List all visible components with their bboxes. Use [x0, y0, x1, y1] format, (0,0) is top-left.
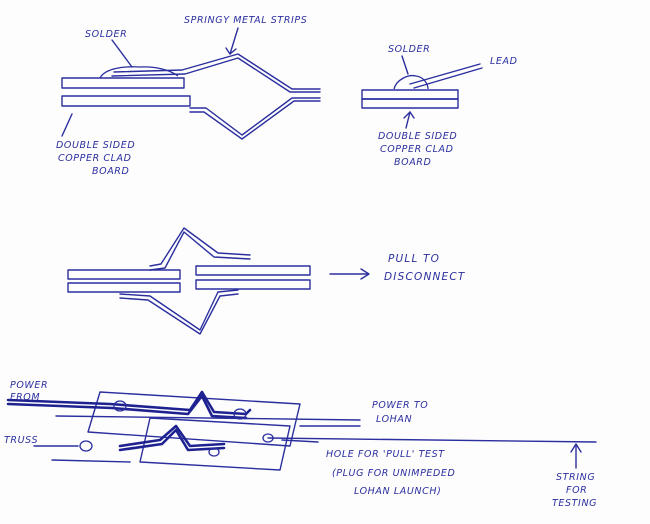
- fig3-left-board-upper: [67, 269, 181, 280]
- fig4-power-from-label-2: FROM: [10, 392, 40, 403]
- fig3-right-board-upper: [195, 265, 311, 276]
- fig3-pull-arrowhead: [360, 268, 370, 280]
- fig4-power-from-label-1: POWER: [10, 380, 48, 391]
- fig4-upper-board: [87, 391, 301, 447]
- fig1-board-label-1: DOUBLE SIDED: [56, 140, 135, 151]
- fig4-hole-pointer: [281, 439, 319, 443]
- fig1-upper-board: [61, 77, 185, 89]
- fig1-upper-strip-outer: [113, 53, 321, 90]
- fig4-solder-dot-2: [233, 408, 247, 420]
- fig3-pull-label-2: DISCONNECT: [384, 271, 466, 283]
- fig3-right-board-lower: [195, 279, 311, 290]
- fig3-disconnected: PULL TO DISCONNECT: [67, 227, 466, 335]
- fig2-board-pointer: [405, 111, 411, 129]
- fig4-solder-dot-3: [208, 447, 220, 457]
- fig2-upper-plate: [361, 89, 459, 100]
- fig4-truss-rail-upper: [55, 415, 361, 421]
- fig1-board-pointer: [61, 113, 73, 137]
- fig1-board-label-2: COPPER CLAD: [58, 153, 132, 164]
- fig4-truss-rail-lower: [51, 459, 131, 463]
- fig2-lead-wire-b: [413, 67, 483, 89]
- fig2-solder-label: SOLDER: [388, 44, 430, 55]
- fig4-power-lead-upper-b: [6, 394, 248, 420]
- fig2-lead-label: LEAD: [490, 56, 518, 67]
- fig2-solder-pointer: [401, 55, 409, 75]
- fig4-test-string: [267, 437, 597, 443]
- fig1-lower-strip: [189, 97, 321, 136]
- fig4-string-label-3: TESTING: [552, 498, 597, 509]
- fig2-lead-wire: [409, 63, 481, 85]
- fig2-solder-blob: [393, 74, 429, 90]
- fig1-strips-label: SPRINGY METAL STRIPS: [184, 15, 307, 26]
- fig2-board-label-3: BOARD: [394, 157, 431, 168]
- fig1-solder-label: SOLDER: [85, 29, 127, 40]
- fig2-lower-plate: [361, 98, 459, 109]
- fig2-lead-section: SOLDER LEAD DOUBLE SIDED COPPER CLAD BOA…: [361, 44, 518, 168]
- fig4-truss-assembly: POWER FROM TRUSS POWER TO LOHAN HOLE FOR…: [4, 380, 597, 509]
- fig1-connector-section: SOLDER SPRINGY METAL STRIPS DOUBLE SIDED…: [56, 15, 321, 177]
- fig4-string-arrowhead: [570, 443, 582, 453]
- fig4-power-to-label-1: POWER TO: [372, 400, 428, 411]
- fig3-pull-label-1: PULL TO: [388, 253, 440, 265]
- fig4-hole-label: HOLE FOR 'PULL' TEST: [326, 449, 445, 460]
- fig1-lower-board: [61, 95, 191, 107]
- fig4-solder-dot-1: [113, 400, 127, 412]
- fig1-strips-arrowhead: [225, 47, 237, 55]
- fig2-board-label-1: DOUBLE SIDED: [378, 131, 457, 142]
- fig1-strips-pointer: [229, 27, 239, 55]
- fig3-lower-strip-outer: [119, 293, 239, 335]
- fig3-left-board-lower: [67, 282, 181, 293]
- fig1-upper-strip: [111, 57, 321, 93]
- fig4-truss-label: TRUSS: [4, 435, 38, 446]
- fig4-power-lead-upper: [6, 390, 252, 416]
- fig4-string-label-2: FOR: [566, 485, 587, 496]
- fig1-solder-blob: [99, 66, 179, 79]
- fig4-truss-hole: [79, 440, 93, 452]
- fig2-board-arrowhead: [403, 111, 415, 119]
- fig4-power-lead-lower-b: [118, 428, 226, 452]
- fig4-plug-label-2: LOHAN LAUNCH): [354, 486, 441, 497]
- fig3-lower-strip: [119, 289, 239, 331]
- fig3-upper-strip-outer: [149, 227, 251, 267]
- fig4-plug-label-1: (PLUG FOR UNIMPEDED: [332, 468, 455, 479]
- fig1-solder-pointer: [111, 39, 133, 68]
- fig4-power-to-label-2: LOHAN: [376, 414, 412, 425]
- fig2-board-label-2: COPPER CLAD: [380, 144, 454, 155]
- fig3-upper-strip: [149, 231, 251, 271]
- fig4-string-label-1: STRING: [556, 472, 595, 483]
- fig4-pull-hole: [262, 433, 274, 443]
- fig4-power-lead-lower: [118, 424, 226, 448]
- fig1-lower-strip-outer: [189, 100, 321, 140]
- fig1-board-label-3: BOARD: [92, 166, 129, 177]
